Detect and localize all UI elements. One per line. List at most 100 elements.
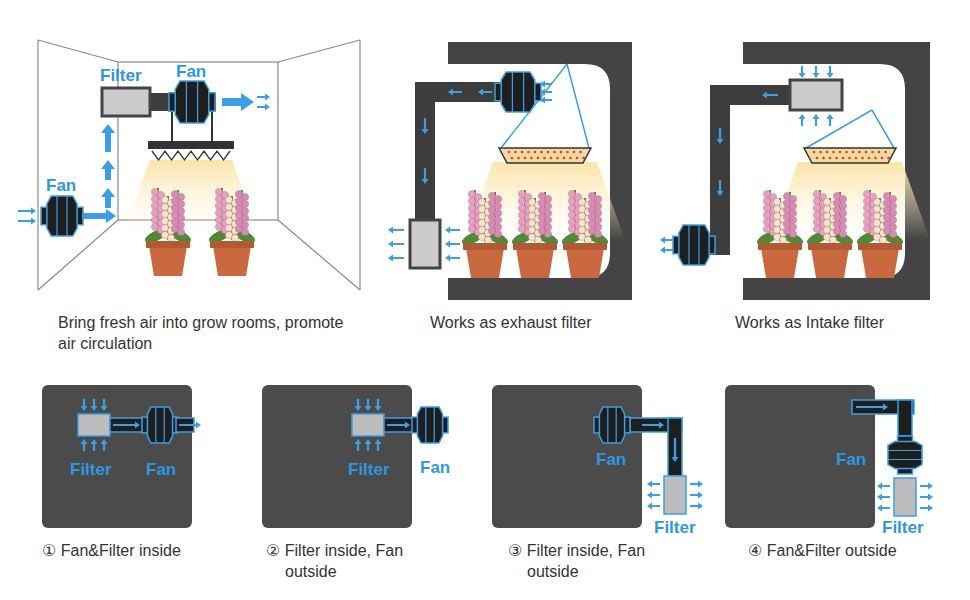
led-diode (508, 151, 511, 154)
hanger-wire (567, 64, 589, 148)
part-label: Fan (146, 460, 176, 480)
air-arrow (813, 114, 820, 126)
grow-tent (743, 42, 930, 300)
led-diode (511, 157, 514, 160)
fan-rib (66, 196, 67, 236)
part-label: Fan (836, 450, 866, 470)
fan-body (47, 196, 77, 236)
fan-rib (155, 407, 156, 443)
fan-rib (56, 196, 57, 236)
tent-panel (42, 385, 192, 528)
part-label: Filter (882, 518, 924, 538)
led-panel (499, 148, 591, 163)
led-diode (560, 151, 563, 154)
air-arrow (355, 399, 362, 411)
blossom (789, 230, 796, 237)
air-arrow (422, 168, 429, 184)
air-arrow (82, 209, 116, 223)
air-arrow (690, 481, 703, 488)
hanger-wire (872, 110, 894, 148)
carbon-filter (78, 414, 110, 436)
air-arrow (799, 114, 806, 126)
led-diode (579, 151, 582, 154)
led-diode (556, 157, 559, 160)
led-diode (566, 151, 569, 154)
generated-parts (18, 64, 933, 516)
hanger-rod (171, 111, 173, 142)
fan-rib (512, 72, 513, 112)
air-arrow (672, 438, 679, 462)
caption: Bring fresh air into grow rooms, promote… (58, 312, 348, 354)
blossom (177, 228, 184, 235)
air-arrow (877, 494, 890, 501)
pot (861, 248, 899, 278)
air-arrow (101, 399, 108, 411)
blossom (484, 236, 491, 243)
fan-rib (888, 459, 922, 460)
air-arrow (445, 241, 460, 248)
led-diode (887, 157, 890, 160)
led-diode (550, 157, 553, 160)
led-diode (835, 157, 838, 160)
part-label: Filter (100, 66, 142, 86)
led-diode (832, 151, 835, 154)
air-arrow (388, 227, 404, 234)
air-arrow (101, 188, 115, 208)
part-label: Filter (348, 460, 390, 480)
part-label: Fan (176, 62, 206, 82)
inline-fan (412, 407, 448, 443)
air-arrow (222, 93, 254, 111)
air-arrow (81, 399, 88, 411)
led-diode (874, 157, 877, 160)
air-arrow (355, 439, 362, 451)
pot-rim (146, 241, 190, 248)
air-arrow (762, 92, 778, 99)
led-diode (858, 151, 861, 154)
air-arrow (660, 237, 674, 244)
blossom (167, 234, 174, 241)
blossom (839, 230, 846, 237)
duct (705, 95, 790, 245)
led-diode (582, 157, 585, 160)
blossom (584, 236, 591, 243)
air-arrow (877, 505, 890, 512)
led-diode (881, 157, 884, 160)
led-diode (527, 151, 530, 154)
tent-panel (492, 385, 642, 528)
potted-plant (460, 190, 510, 278)
air-arrow (717, 128, 724, 144)
carbon-filter (410, 220, 440, 268)
fan-rib (607, 407, 608, 443)
air-arrow (101, 160, 115, 180)
led-diode (573, 151, 576, 154)
led-diode (524, 157, 527, 160)
led-diode (819, 151, 822, 154)
blossom (241, 228, 248, 235)
caption: Works as exhaust filter (430, 312, 592, 333)
air-arrow (422, 118, 429, 134)
caption: Works as Intake filter (735, 312, 884, 333)
air-arrow (81, 439, 88, 451)
potted-plant (755, 190, 805, 278)
air-arrow (642, 422, 664, 429)
inline-fan (142, 407, 178, 443)
carbon-filter (102, 88, 150, 116)
pot-rim (808, 243, 852, 250)
air-arrow (856, 404, 888, 411)
air-arrow (91, 439, 98, 451)
part-label: Filter (70, 460, 112, 480)
pot (516, 248, 554, 278)
air-arrow (540, 97, 552, 104)
led-diode (871, 151, 874, 154)
air-arrow (827, 66, 834, 78)
air-arrow (445, 227, 460, 234)
air-arrow (18, 208, 36, 215)
air-arrow (690, 492, 703, 499)
fan-rib (688, 225, 689, 265)
fan-rib (616, 407, 617, 443)
inline-fan (41, 196, 83, 236)
led-diode (569, 157, 572, 160)
room-outline (38, 40, 360, 290)
air-arrow (445, 255, 460, 262)
